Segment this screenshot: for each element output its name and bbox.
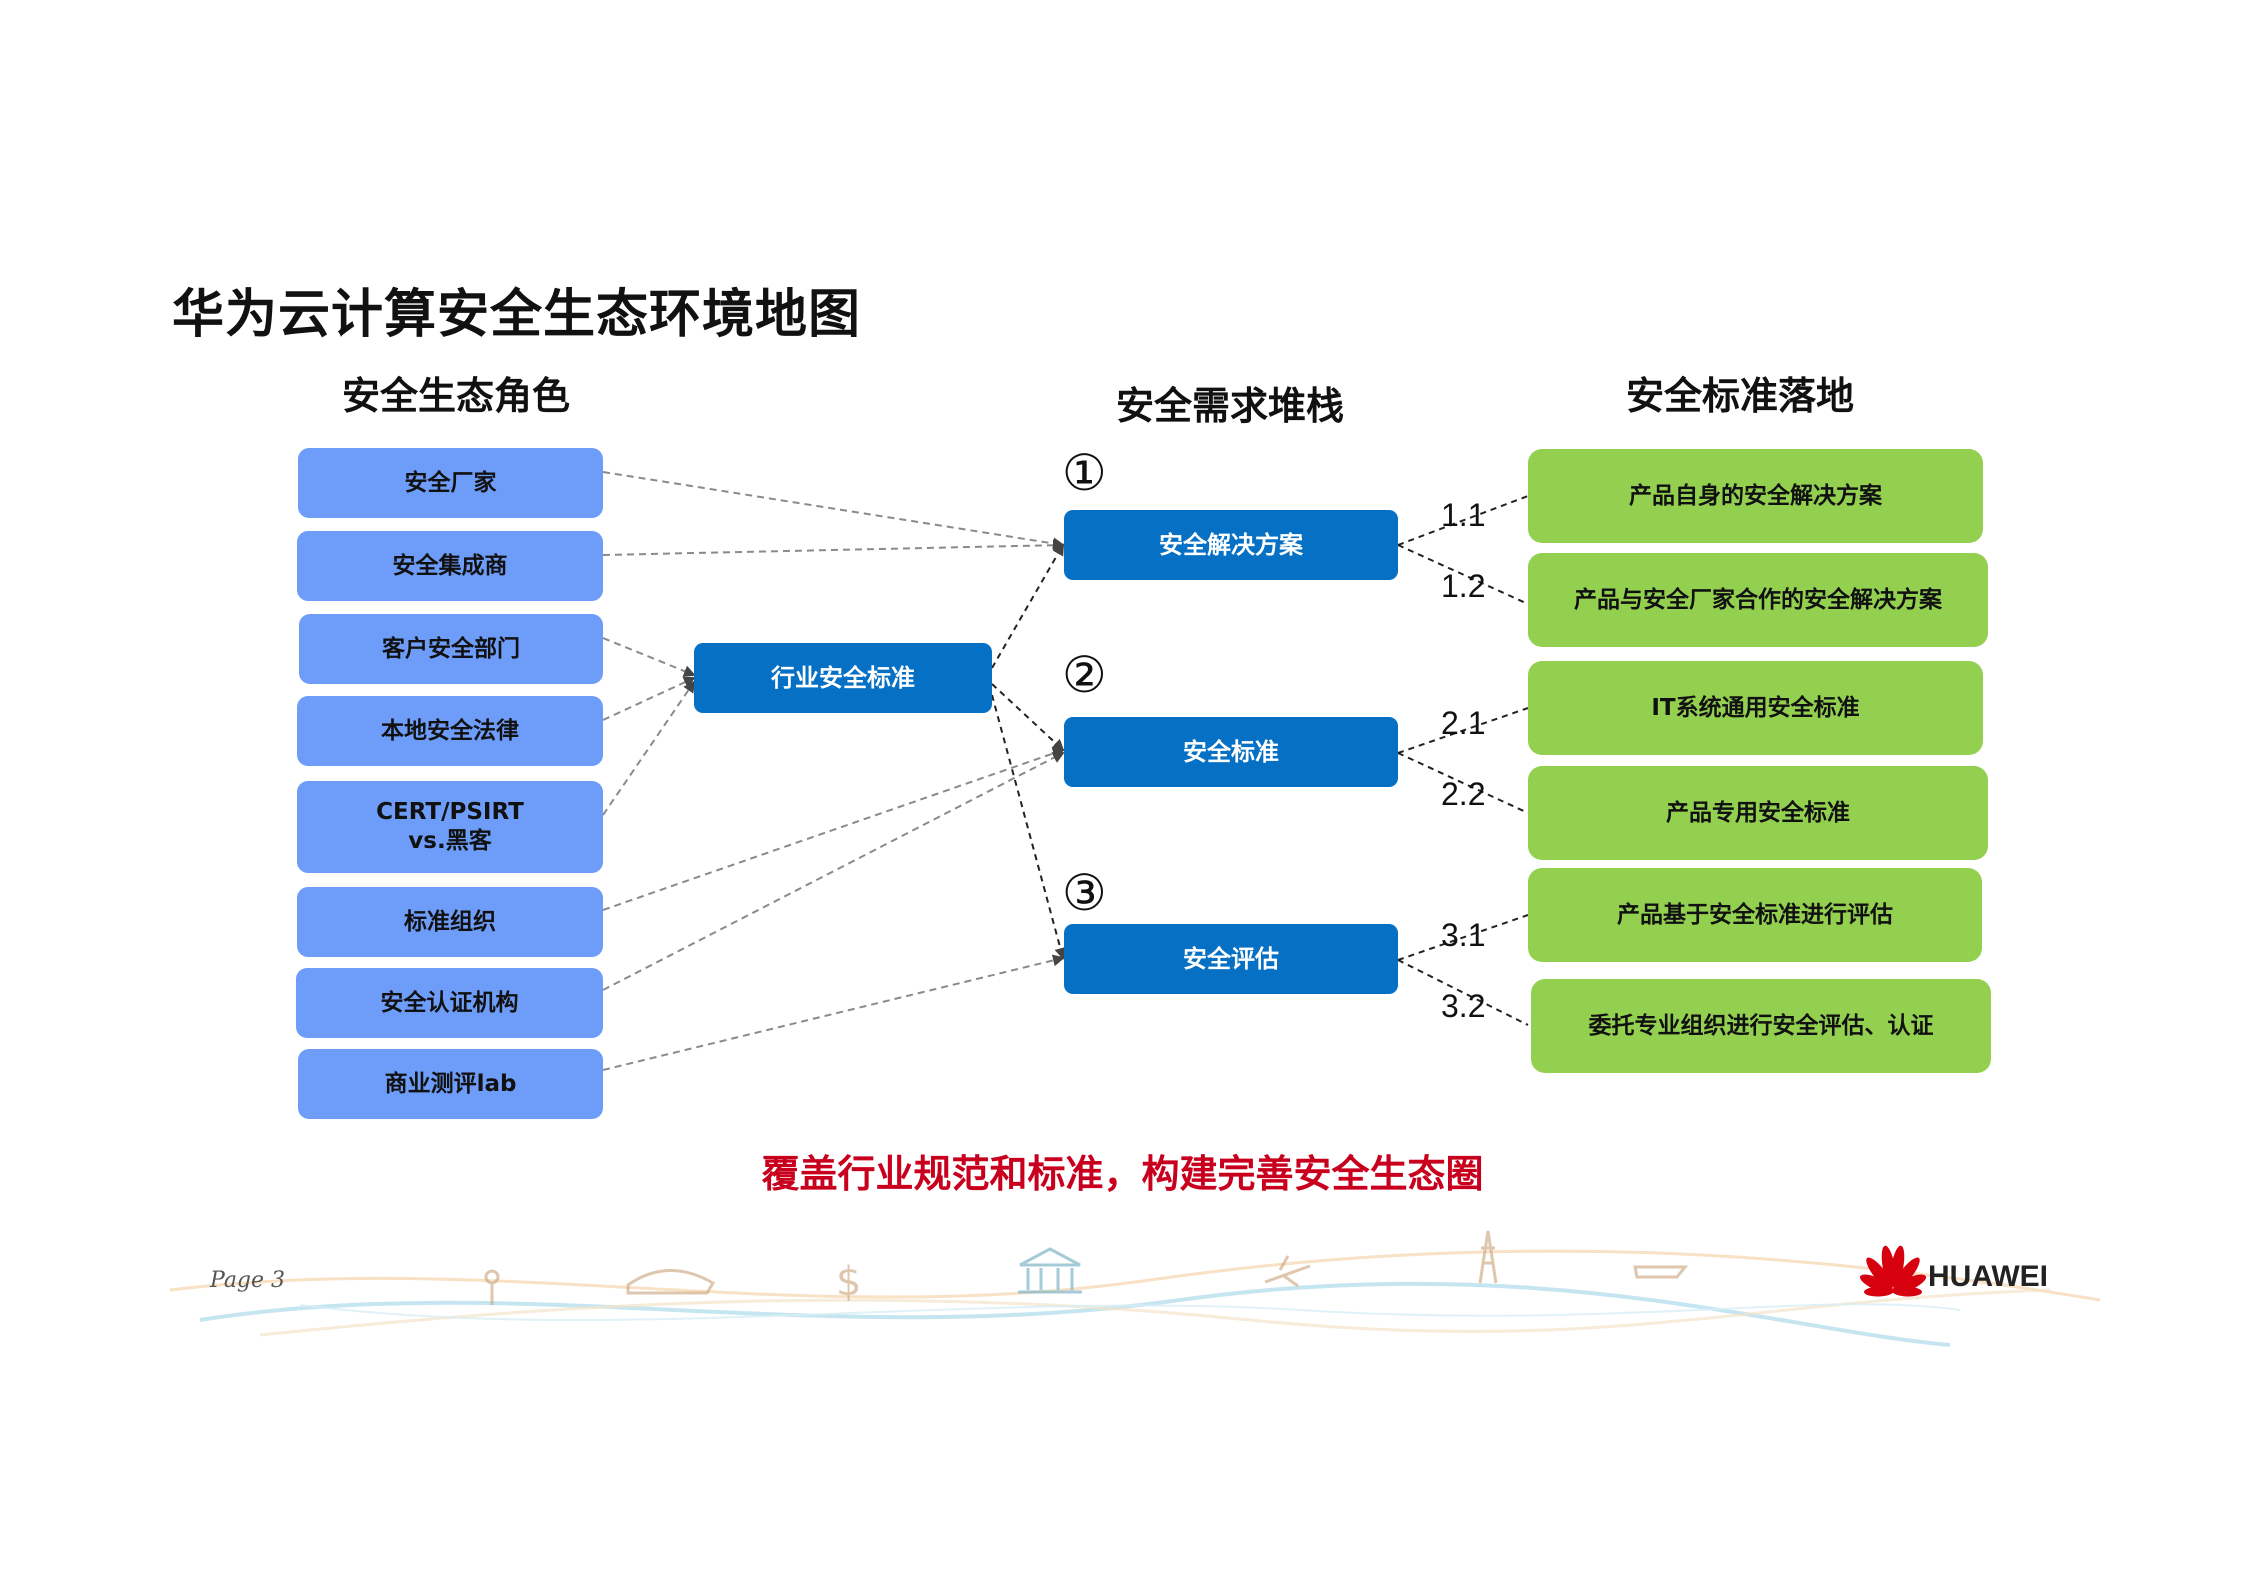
outcome-third-party-assessment: 委托专业组织进行安全评估、认证 [1531,979,1991,1073]
stack-security-standard: 安全标准 [1064,717,1398,787]
role-certification-body: 安全认证机构 [296,968,603,1038]
role-security-integrator: 安全集成商 [297,531,603,601]
roles-heading: 安全生态角色 [341,374,570,418]
huawei-wordmark: HUAWEI [1928,1260,2048,1293]
connector-lab-to-assessment [602,954,1065,1071]
role-customer-security-dept: 客户安全部门 [299,614,603,684]
connector-standards-org-to-standard [602,747,1065,911]
page-number: Page 3 [210,1268,286,1293]
outcome-it-general-standard: IT系统通用安全标准 [1528,661,1983,755]
tower-icon [1478,1230,1498,1284]
role-security-vendor: 安全厂家 [298,448,603,518]
outcome-product-specific-standard: 产品专用安全标准 [1528,766,1988,860]
role-commercial-lab: 商业测评lab [298,1049,603,1119]
outcome-product-own-solution: 产品自身的安全解决方案 [1528,449,1983,543]
connector-solution-to-1-1 [1397,495,1529,546]
person-icon [484,1269,500,1305]
outcome-partner-solution: 产品与安全厂家合作的安全解决方案 [1528,553,1988,647]
connector-industry-to-assessment [991,694,1067,960]
branch-label-3-2: 3.2 [1441,988,1486,1024]
slide-title: 华为云计算安全生态环境地图 [172,285,862,345]
branch-label-1-2: 1.2 [1441,568,1486,604]
stack-number-1: ① [1062,444,1107,502]
connector-standard-to-2-2 [1397,752,1529,814]
connector-vendor-to-solution [602,471,1065,550]
connector-assessment-to-3-1 [1397,914,1529,961]
branch-label-2-2: 2.2 [1441,776,1486,812]
stack-security-solution: 安全解决方案 [1064,510,1398,580]
role-standards-org: 标准组织 [297,887,603,957]
bank-icon [1018,1247,1082,1294]
stack-heading: 安全需求堆栈 [1115,384,1344,428]
stack-security-assessment: 安全评估 [1064,924,1398,994]
role-cert-psirt: CERT/PSIRT vs.黑客 [297,781,603,873]
connector-cert-to-industry [602,680,696,816]
standards-heading: 安全标准落地 [1625,374,1854,418]
connector-integrator-to-solution [602,539,1065,556]
industry-standards-box: 行业安全标准 [694,643,992,713]
train-icon [626,1269,716,1295]
connector-assessment-to-3-2 [1397,959,1529,1026]
connector-cert-body-to-standard [602,752,1065,991]
branch-label-1-1: 1.1 [1441,497,1486,533]
connector-law-to-industry [602,676,696,721]
connector-industry-to-solution [991,543,1064,669]
slogan: 覆盖行业规范和标准，构建完善安全生态圈 [761,1152,1484,1196]
stack-number-2: ② [1062,646,1107,704]
car-icon [1633,1265,1689,1279]
outcome-standard-based-assessment: 产品基于安全标准进行评估 [1528,868,1982,962]
huawei-petal-icon [1859,1245,1927,1297]
branch-label-2-1: 2.1 [1441,705,1486,741]
branch-label-3-1: 3.1 [1441,917,1486,953]
connector-standard-to-2-1 [1397,707,1529,754]
stack-number-3: ③ [1062,864,1107,922]
dollar-icon: $ [836,1259,861,1305]
connector-customer-to-industry [602,637,696,677]
airplane-icon [1264,1255,1311,1288]
connector-solution-to-1-2 [1397,544,1529,605]
role-local-security-law: 本地安全法律 [297,696,603,766]
connector-industry-to-standard [991,683,1065,752]
